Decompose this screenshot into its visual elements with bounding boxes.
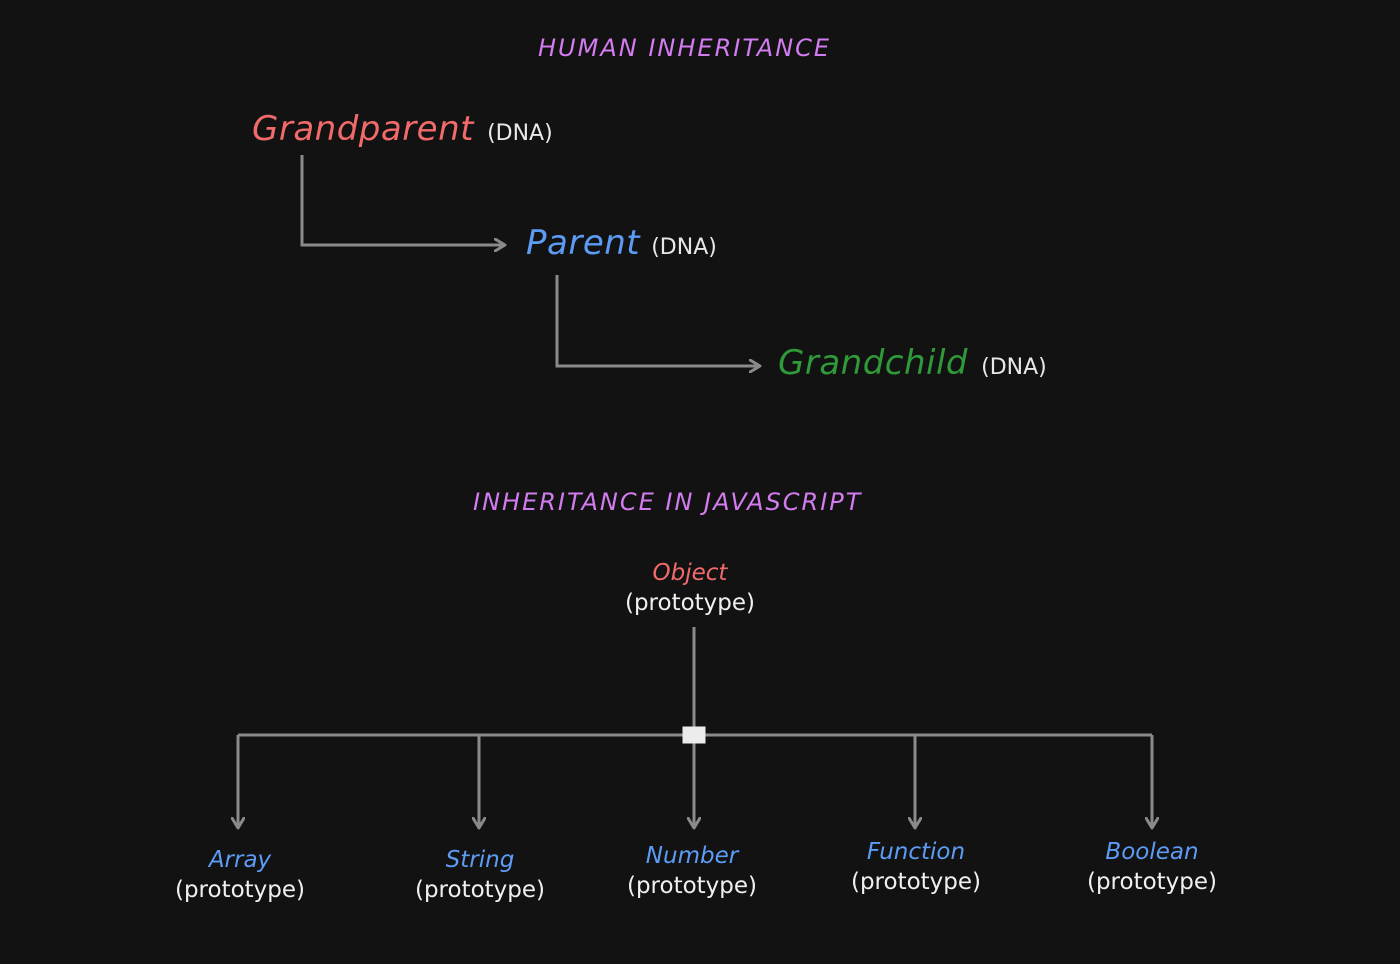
grandchild-label: Grandchild <box>778 343 969 383</box>
parent-node: Parent (DNA) <box>526 226 717 260</box>
parent-label: Parent <box>526 223 641 263</box>
number-label: Number <box>645 843 739 869</box>
boolean-tag: (prototype) <box>1086 869 1218 895</box>
grandparent-to-parent-connector <box>300 155 505 245</box>
parent-to-grandchild-connector <box>555 275 760 366</box>
object-tag: (prototype) <box>624 590 756 616</box>
function-node: Function (prototype) <box>851 837 981 897</box>
boolean-label: Boolean <box>1105 839 1199 865</box>
human-inheritance-title: HUMAN INHERITANCE <box>538 34 832 62</box>
junction-handle[interactable] <box>682 726 706 744</box>
string-node: String (prototype) <box>415 845 545 905</box>
string-tag: (prototype) <box>414 877 546 903</box>
object-label: Object <box>652 560 728 586</box>
array-tag: (prototype) <box>174 877 306 903</box>
array-node: Array (prototype) <box>175 845 305 905</box>
function-tag: (prototype) <box>850 869 982 895</box>
grandparent-label: Grandparent <box>252 109 474 149</box>
grandparent-node: Grandparent (DNA) <box>252 112 553 146</box>
object-node: Object (prototype) <box>625 558 755 618</box>
function-label: Function <box>866 839 966 865</box>
parent-tag: (DNA) <box>651 235 717 260</box>
number-node: Number (prototype) <box>627 841 757 901</box>
grandchild-tag: (DNA) <box>981 355 1047 380</box>
boolean-node: Boolean (prototype) <box>1087 837 1217 897</box>
string-label: String <box>445 847 515 873</box>
grandparent-tag: (DNA) <box>487 121 553 146</box>
number-tag: (prototype) <box>626 873 758 899</box>
array-label: Array <box>208 847 272 873</box>
js-inheritance-title: INHERITANCE IN JAVASCRIPT <box>473 488 863 516</box>
grandchild-node: Grandchild (DNA) <box>778 346 1047 380</box>
